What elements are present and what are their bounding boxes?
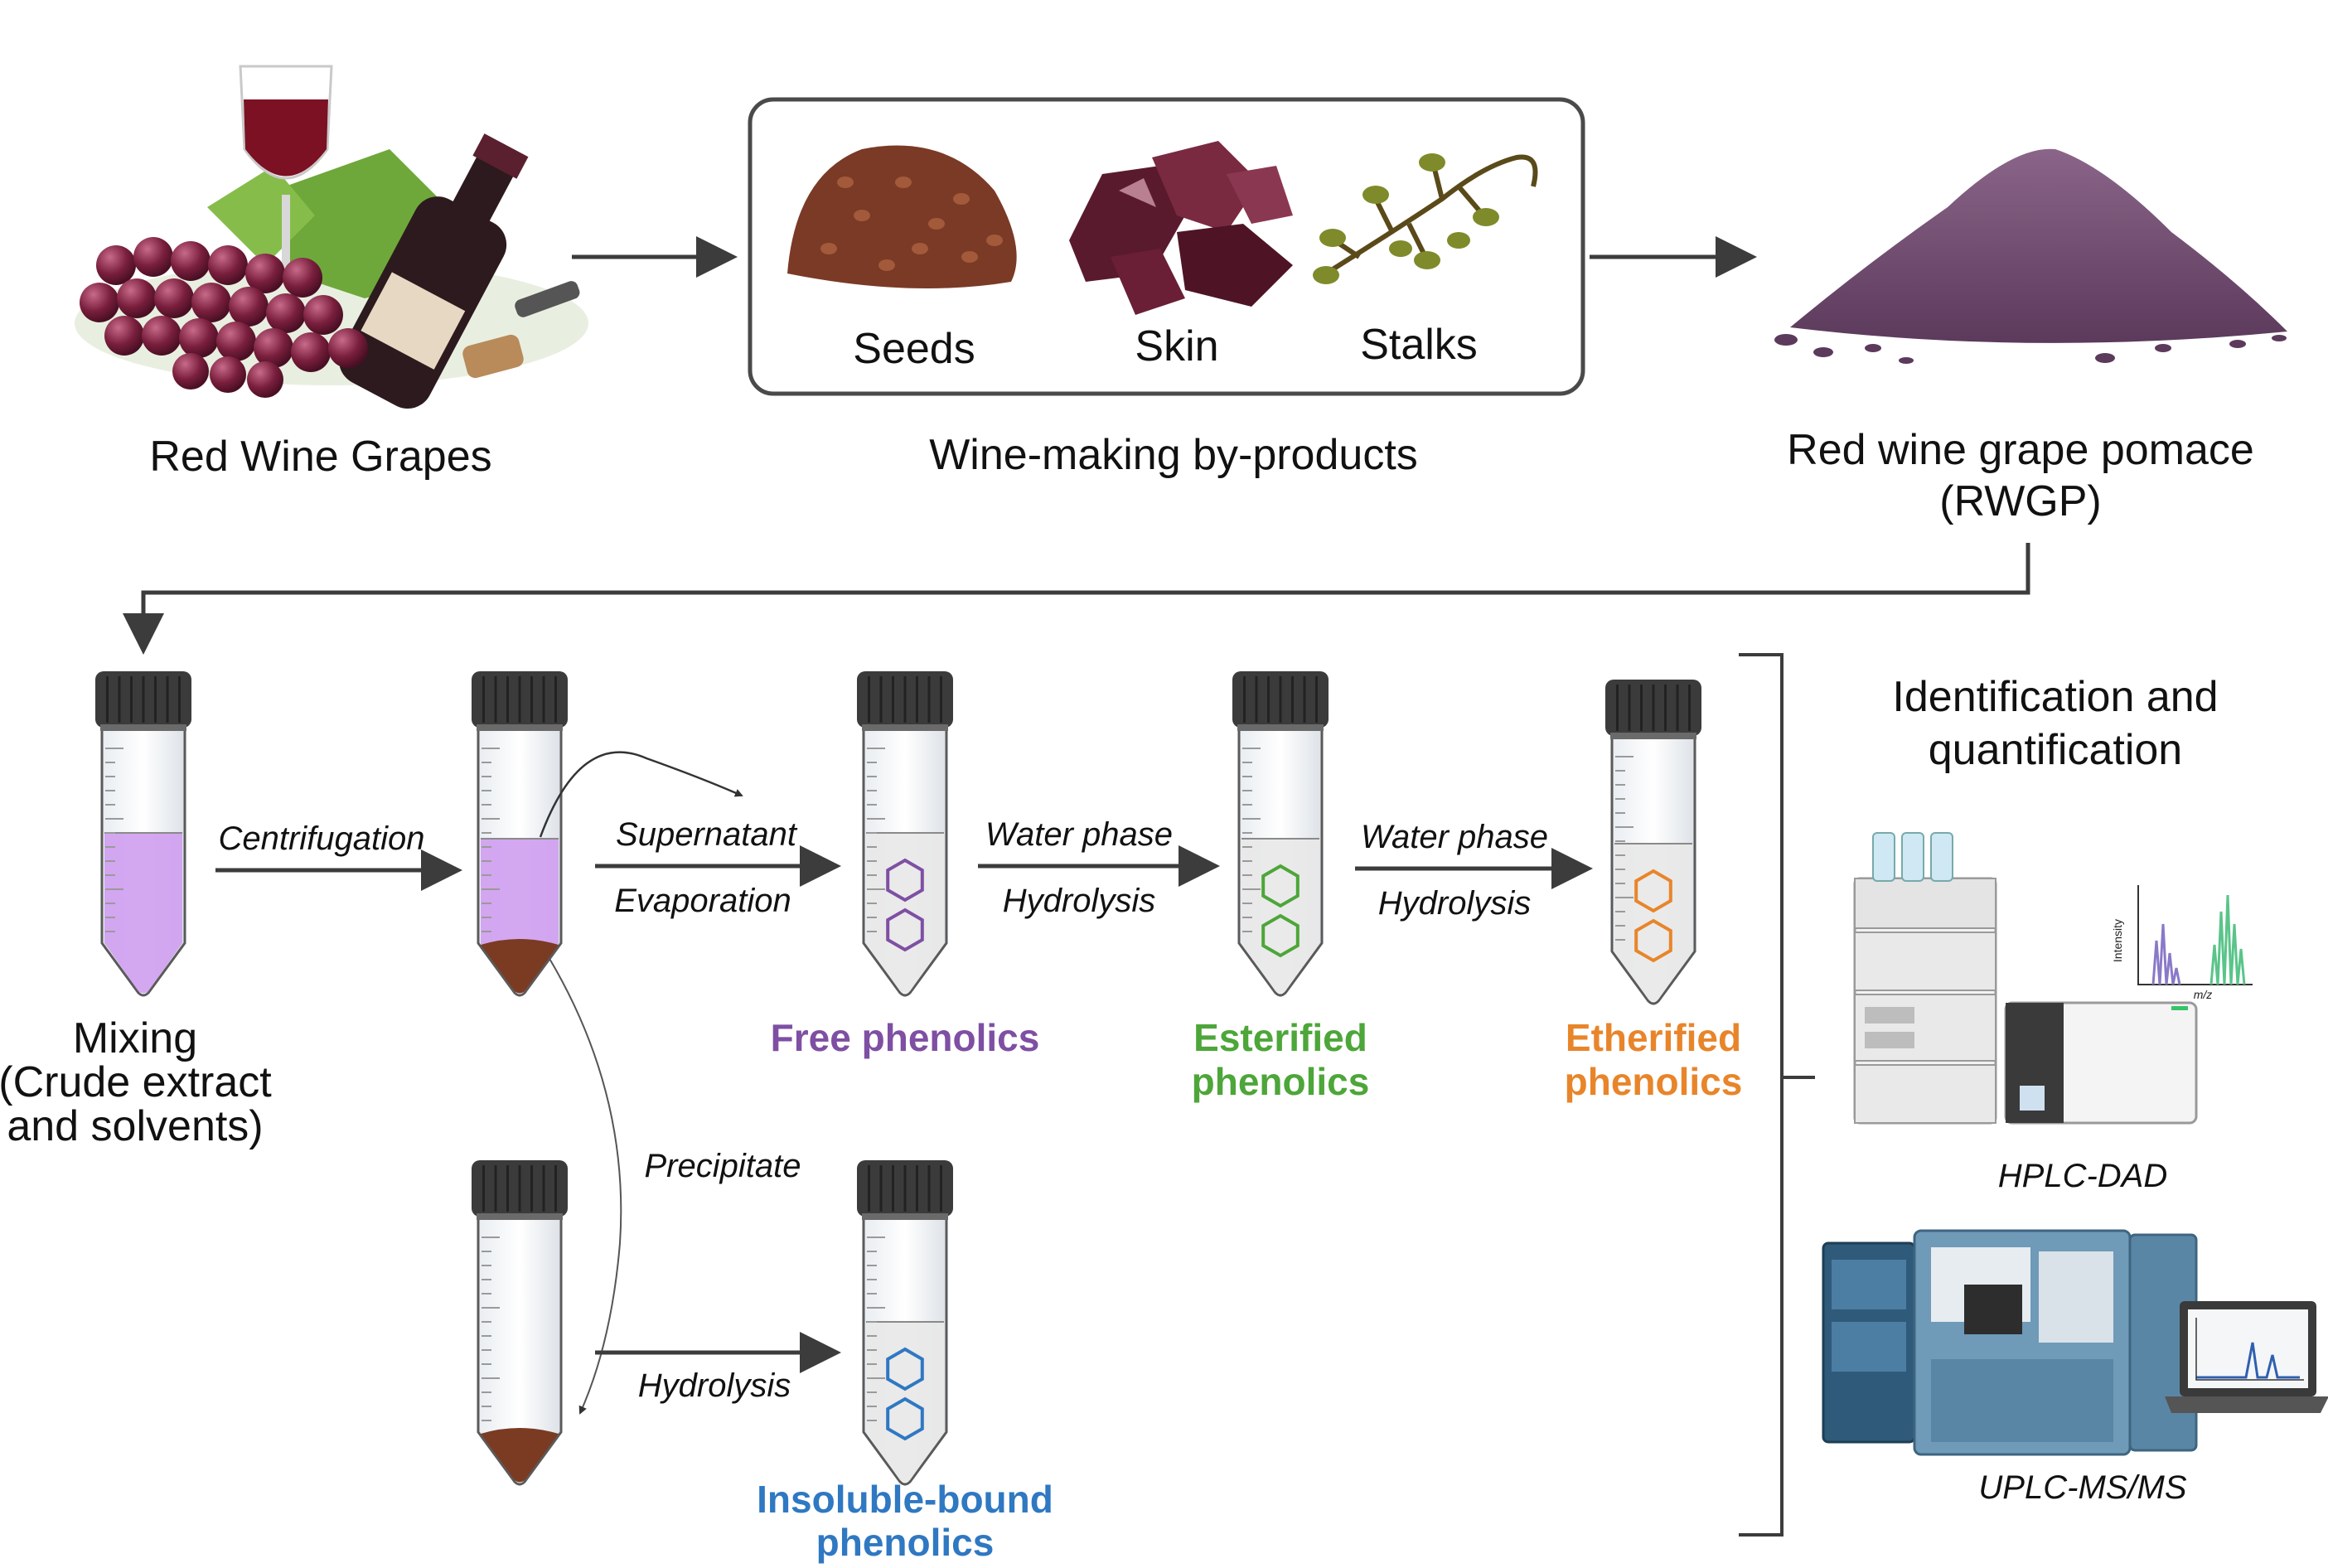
skin-label: Skin (1135, 322, 1218, 370)
evaporation-label: Evaporation (614, 883, 791, 919)
tube-mixing (95, 671, 191, 997)
hplc-label: HPLC-DAD (1998, 1158, 2167, 1194)
tube-precipitate (472, 1160, 568, 1486)
water-phase-label-2: Water phase (1361, 819, 1548, 855)
pomace-label-line2: (RWGP) (1939, 477, 2101, 525)
tube-etherified-phenolics (1605, 680, 1701, 1005)
supernatant-label: Supernatant (616, 816, 798, 853)
tube-centrifuged (472, 671, 568, 997)
hydrolysis-label-1: Hydrolysis (1003, 883, 1155, 919)
mixing-label-line2: (Crude extract (0, 1058, 272, 1106)
esterified-label-line2: phenolics (1192, 1060, 1370, 1103)
hplc-instrument-illustration (1853, 832, 2198, 1125)
mixing-label-line3: and solvents) (7, 1102, 263, 1150)
red-wine-grapes-illustration (75, 65, 588, 409)
analysis-title-line1: Identification and (1892, 673, 2218, 721)
ms-y-axis-label: Intensity (2111, 919, 2124, 962)
insoluble-label-line1: Insoluble-bound (757, 1478, 1053, 1521)
arrow-supernatant-curve (539, 751, 743, 838)
uplc-label: UPLC-MS/MS (1978, 1469, 2186, 1506)
laptop-chromatogram-illustration (2165, 1301, 2328, 1413)
hydrolysis-label-2: Hydrolysis (1378, 885, 1531, 922)
etherified-label-line2: phenolics (1565, 1060, 1743, 1103)
tube-esterified-phenolics (1232, 671, 1329, 997)
free-phenolics-label: Free phenolics (771, 1016, 1040, 1059)
tube-insoluble-bound-phenolics (857, 1160, 953, 1486)
uplc-msms-instrument-illustration (1822, 1229, 2198, 1456)
tubes-layer (95, 671, 1701, 1486)
grapes-label: Red Wine Grapes (149, 433, 491, 481)
stalks-buds (1313, 153, 1499, 284)
mixing-label-line1: Mixing (73, 1014, 197, 1062)
pomace-label-line1: Red wine grape pomace (1787, 426, 2254, 474)
seeds-illustration (787, 145, 1017, 288)
analysis-title-line2: quantification (1929, 726, 2182, 774)
ms-spectrum-inset: Intensity m/z (2111, 885, 2253, 1001)
stalks-label: Stalks (1360, 321, 1478, 369)
hydrolysis-label-3: Hydrolysis (638, 1367, 791, 1404)
arrow-pomace-to-mixing (123, 543, 2030, 655)
water-phase-label-1: Water phase (985, 816, 1173, 853)
insoluble-label-line2: phenolics (816, 1521, 995, 1564)
centrifugation-label: Centrifugation (218, 820, 424, 857)
ms-x-axis-label: m/z (2194, 988, 2213, 1001)
arrow-precipitate-curve (548, 956, 622, 1415)
seeds-label: Seeds (853, 325, 975, 373)
byproducts-label: Wine-making by-products (929, 431, 1418, 479)
etherified-label-line1: Etherified (1566, 1016, 1741, 1059)
esterified-label-line1: Esterified (1193, 1016, 1367, 1059)
pomace-pile-illustration (1774, 148, 2287, 364)
tube-free-phenolics (857, 671, 953, 997)
skin-illustration (1069, 141, 1293, 315)
analysis-bracket (1739, 653, 1784, 1537)
stalks-illustration (1324, 154, 1538, 276)
precipitate-label: Precipitate (645, 1148, 801, 1184)
